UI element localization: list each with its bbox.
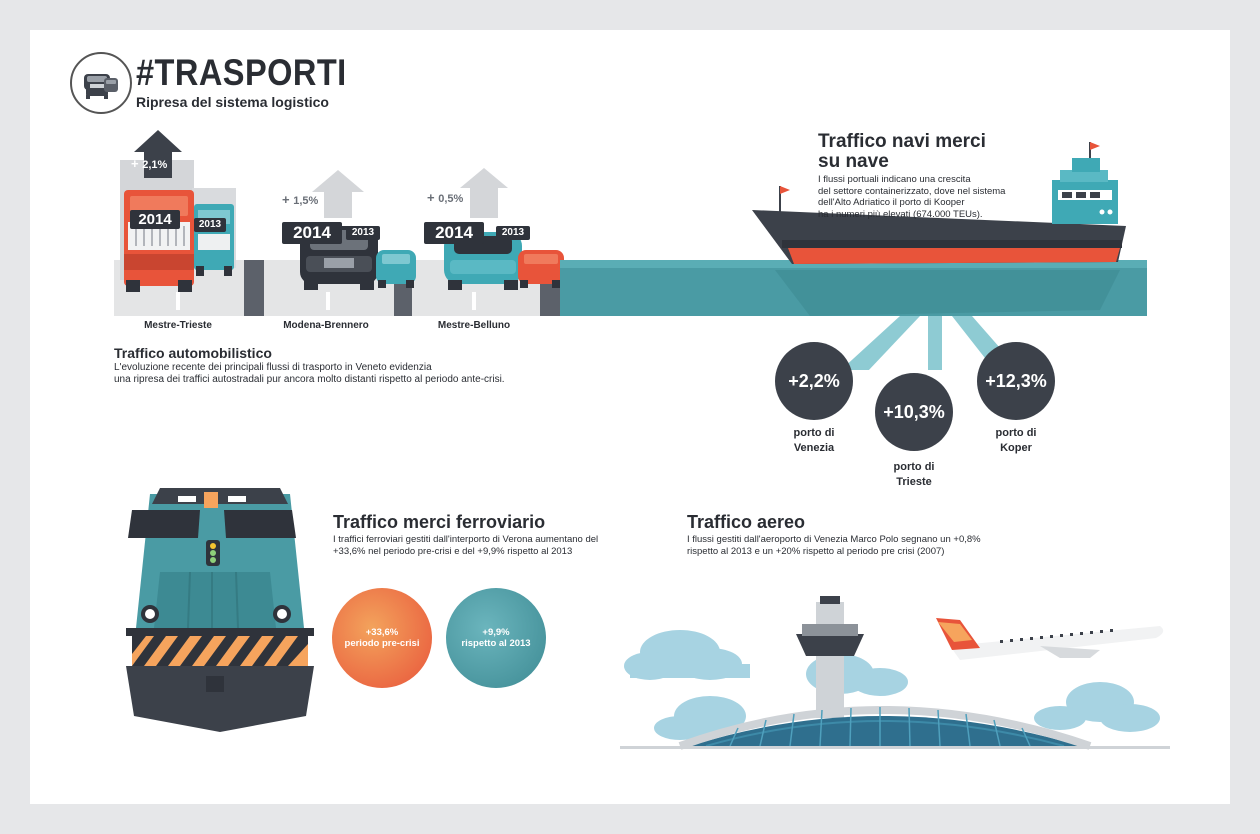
port-name-trieste: porto di Trieste	[893, 461, 935, 488]
air-traffic-description: I flussi gestiti dall'aeroporto di Venez…	[687, 534, 981, 557]
route-name-2: Modena-Brennero	[283, 320, 369, 331]
plate-2014-route2: 2014	[282, 222, 342, 244]
port-name-koper: porto di Koper	[995, 427, 1037, 454]
road-traffic-heading: Traffico automobilistico	[114, 345, 272, 361]
arrow-up-2	[312, 170, 364, 218]
road-traffic-description: L'evoluzione recente dei principali flus…	[114, 362, 505, 385]
rail-circle-precrisis: +33,6% periodo pre-crisi	[332, 588, 432, 688]
plate-2013-route1: 2013	[194, 218, 226, 232]
page-title: #TRASPORTI	[136, 52, 347, 93]
plate-2014-route3: 2014	[424, 222, 484, 244]
route-name-1: Mestre-Trieste	[144, 320, 212, 331]
beam-trieste	[928, 316, 942, 370]
car-icon	[84, 74, 118, 99]
arrow-up-1	[134, 130, 182, 178]
beam-venezia	[840, 316, 920, 370]
sea-scene	[560, 142, 1147, 370]
page-subtitle: Ripresa del sistema logistico	[136, 94, 329, 110]
plate-2013-route3: 2013	[496, 226, 530, 240]
control-tower	[816, 648, 844, 718]
port-name-venezia: porto di Venezia	[793, 427, 835, 454]
road-divider-1	[244, 260, 264, 316]
header-icon-circle	[70, 52, 132, 114]
rail-circle-2013: +9,9% rispetto al 2013	[446, 588, 546, 688]
route-3-change: + 0,5%	[427, 190, 464, 205]
plate-2014-route1: 2014	[130, 210, 180, 229]
locomotive-illustration	[126, 488, 314, 732]
port-circle-venezia: +2,2%	[775, 342, 853, 420]
rail-traffic-description: I traffici ferroviari gestiti dall'inter…	[333, 534, 599, 557]
route-1-change: + 2,1%	[131, 156, 168, 171]
ship-bridge	[1052, 180, 1118, 224]
port-circle-koper: +12,3%	[977, 342, 1055, 420]
airport-illustration	[620, 596, 1170, 750]
rail-traffic-heading: Traffico merci ferroviario	[333, 512, 546, 532]
plate-2013-route2: 2013	[346, 226, 380, 240]
port-circle-trieste: +10,3%	[875, 373, 953, 451]
infographic-card: #TRASPORTI Ripresa del sistema logistico	[30, 30, 1230, 804]
route-2-change: + 1,5%	[282, 192, 319, 207]
ship-traffic-description: I flussi portuali indicano una crescita …	[818, 174, 1006, 220]
terminal-dome	[690, 716, 1080, 746]
arrow-up-3	[460, 168, 508, 218]
route-name-3: Mestre-Belluno	[437, 320, 511, 331]
ship-traffic-heading: Traffico navi merci su nave	[818, 131, 986, 172]
airplane	[936, 618, 1164, 660]
air-traffic-heading: Traffico aereo	[687, 512, 806, 532]
